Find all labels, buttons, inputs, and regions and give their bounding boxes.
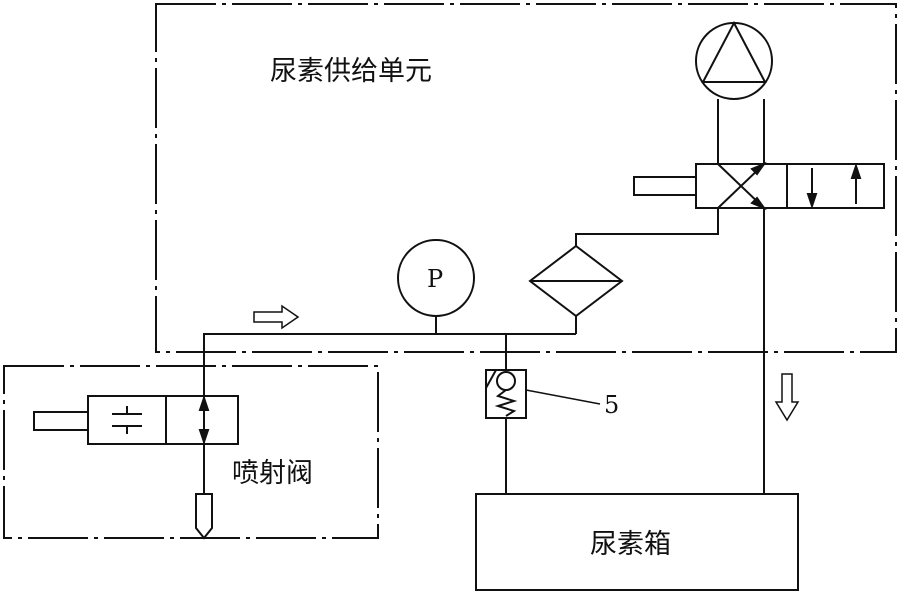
nozzle-icon [195,493,213,540]
pump-icon [695,20,773,100]
reversing-valve-icon [633,161,885,211]
flow-arrow-right-icon [253,304,300,330]
check-valve-callout-line [525,389,601,405]
tank-label: 尿素箱 [590,529,671,560]
valve-to-filter-line [575,208,719,246]
pressure-sensor-label: P [427,265,443,293]
check-valve-callout: 5 [604,391,619,419]
urea-tank [475,493,799,591]
supply-unit-label: 尿素供给单元 [270,56,432,87]
flow-arrow-down-icon [774,373,800,422]
check-valve-icon [485,369,527,419]
filter-icon [528,244,624,318]
injector-boundary [3,365,379,539]
supply-unit-boundary [155,3,897,353]
injector-valve-icon [33,394,239,446]
injector-label: 喷射阀 [232,458,313,489]
